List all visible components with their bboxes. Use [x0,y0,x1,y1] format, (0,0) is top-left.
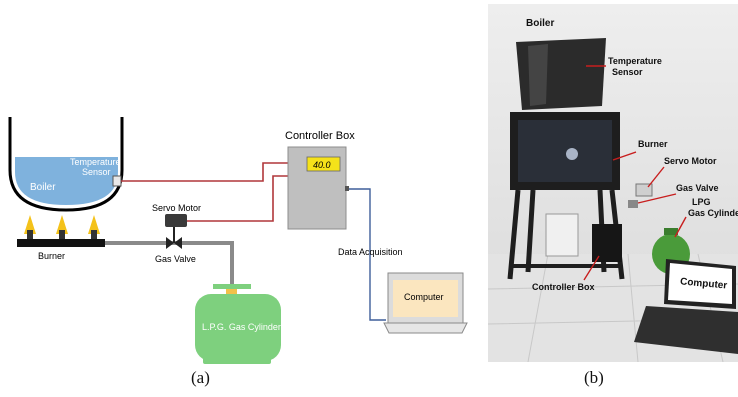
cylinder-base [203,356,271,364]
gas-valve: Gas Valve [155,226,196,264]
boiler-label: Boiler [30,182,56,193]
photo-gas-valve-label: Gas Valve [676,183,719,193]
temperature-sensor-label-line1: Temperature [70,157,121,167]
gas-pipe [105,241,234,290]
servo-motor-label: Servo Motor [152,203,201,213]
burner-nozzle [91,230,97,240]
photo-servo-motor-label: Servo Motor [664,156,717,166]
burner-nozzle [27,230,33,240]
data-cable [349,188,386,321]
laptop-screen [393,280,458,317]
burner-label: Burner [38,251,65,261]
photo-lpg-label-line2: Gas Cylinde [688,208,738,218]
cylinder-valve [226,289,237,296]
flame-icon [56,215,68,234]
display-value: 40.0 [313,160,331,170]
photo-controller-box [592,224,622,262]
flame-icon [24,215,36,234]
servo-motor-body [165,214,187,227]
gas-valve-label: Gas Valve [155,254,196,264]
photo-panel: Boiler Temperature Sensor Burner Servo M… [488,4,738,362]
computer-label: Computer [404,292,444,302]
burner [17,239,105,247]
floor-tile-lines [488,253,738,362]
photo-cylinder-valve [664,228,678,235]
controller-box-label: Controller Box [285,130,355,142]
sensor-wire [121,162,288,182]
gas-cylinder-label: L.P.G. Gas Cylinder [202,322,281,332]
photo-boiler-label: Boiler [526,18,554,29]
temperature-sensor-label-line2: Sensor [82,167,111,177]
schematic-panel: Boiler Temperature Sensor Burner Gas Val… [8,117,468,387]
cylinder-body [195,294,281,361]
burner-flames [24,215,100,240]
lpg-cylinder: L.P.G. Gas Cylinder [195,284,281,364]
experimental-setup-photo: Boiler Temperature Sensor Burner Servo M… [488,4,738,362]
photo-gas-valve [628,200,638,208]
photo-burner-label: Burner [638,139,668,149]
controller-box: Controller Box 40.0 [285,130,355,230]
controller-display [306,156,341,172]
schematic-diagram: Boiler Temperature Sensor Burner Gas Val… [8,117,468,364]
photo-temperature-sensor-line1: Temperature [608,56,662,66]
data-acquisition-label: Data Acquisition [338,247,403,257]
temperature-sensor [112,175,122,187]
stove-opening [518,120,612,182]
flame-icon [88,215,100,234]
photo-leader-lines [583,65,687,281]
photo-laptop-base [634,306,738,354]
photo-temperature-sensor-line2: Sensor [612,67,643,77]
boiler-water [15,157,118,205]
servo-motor: Servo Motor [152,203,201,227]
inverter-unit [545,213,579,257]
boiler-highlight [528,44,548,106]
caption-b: (b) [584,368,604,387]
laptop-base [383,322,468,334]
caption-a: (a) [191,368,210,387]
photo-laptop-screen [668,263,732,304]
data-port [345,186,349,191]
photo-controller-box-label: Controller Box [532,282,595,292]
burner-glow [566,148,578,160]
cylinder-handle [213,284,251,289]
burner-nozzle [59,230,65,240]
computer: Computer [383,272,468,334]
servo-wire [187,175,288,222]
photo-lpg-label-line1: LPG [692,197,711,207]
boiler: Boiler Temperature Sensor [8,117,124,212]
photo-computer-label: Computer [680,276,728,291]
